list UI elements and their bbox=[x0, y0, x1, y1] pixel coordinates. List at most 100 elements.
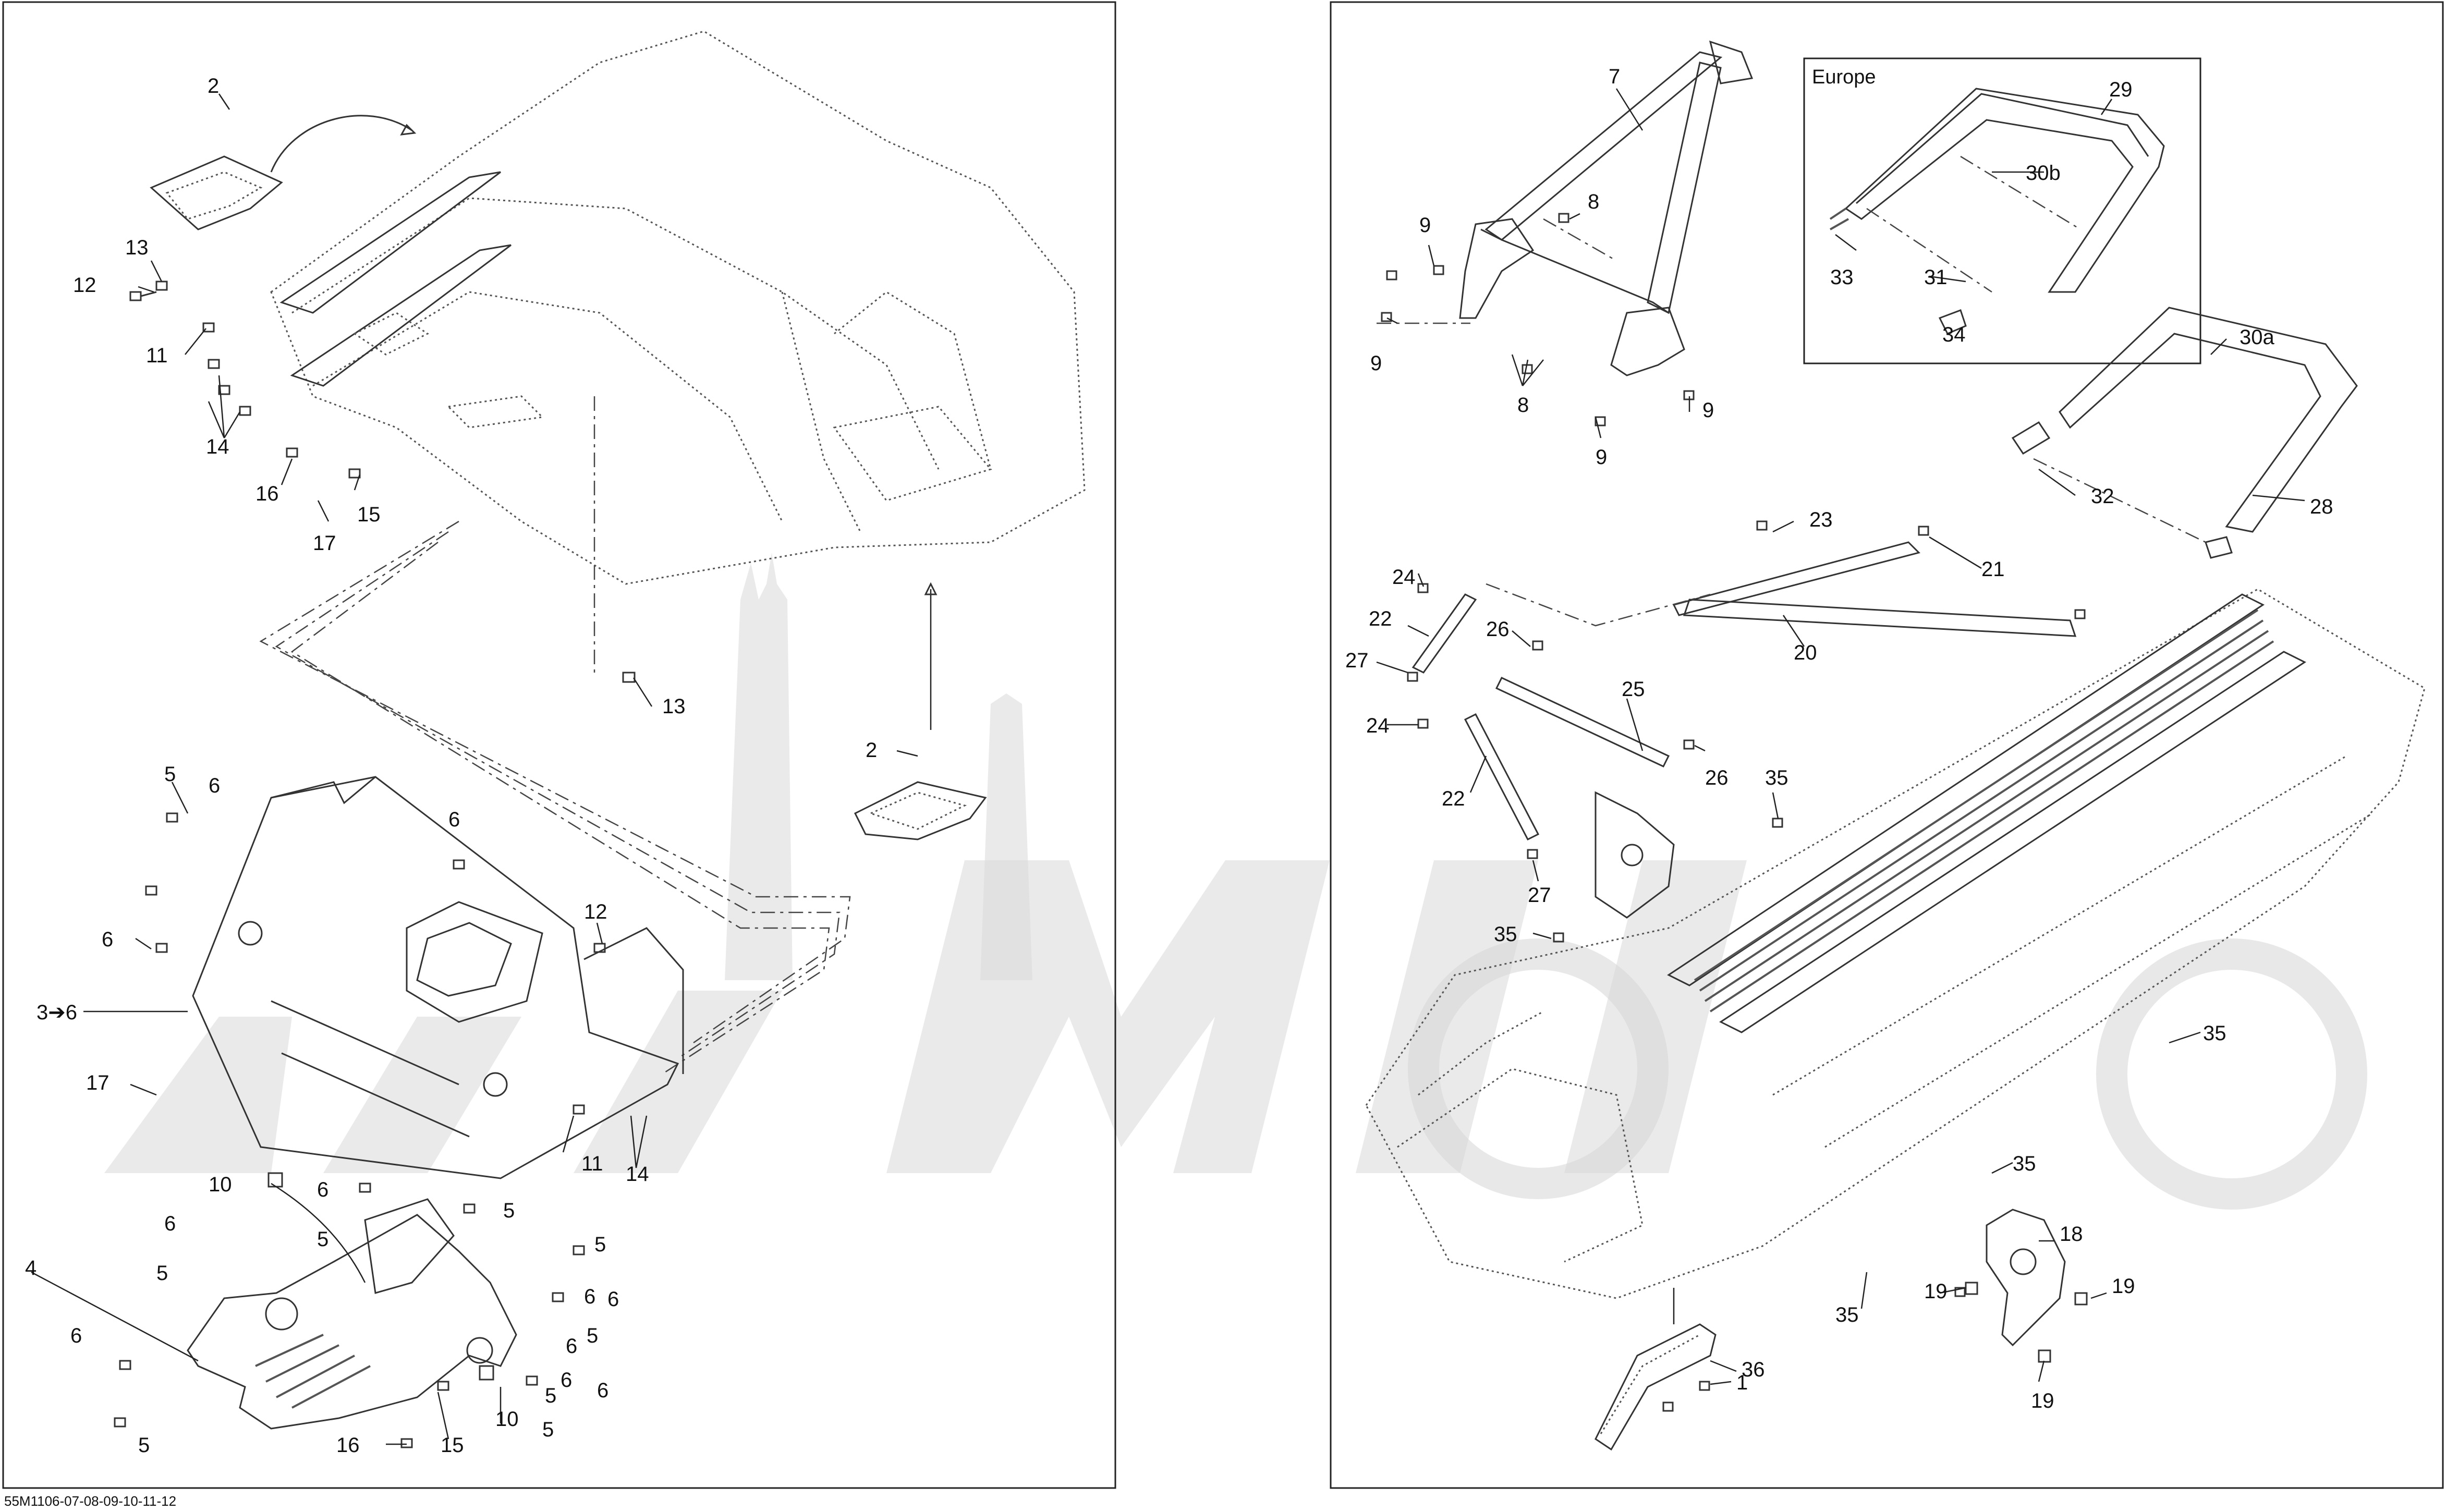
mount-bracket bbox=[1595, 791, 1675, 919]
callout-label: 35 bbox=[1494, 923, 1517, 946]
callout-label: 17 bbox=[313, 532, 336, 555]
callout-label: 35 bbox=[1765, 766, 1788, 789]
callout-label: 19 bbox=[2112, 1275, 2135, 1298]
callout-label: 32 bbox=[2091, 485, 2114, 508]
callout-label: 13 bbox=[662, 695, 686, 718]
callout-label: 2 bbox=[866, 739, 877, 762]
callout-label: 9 bbox=[1419, 214, 1431, 237]
callout-label: 31 bbox=[1924, 266, 1948, 289]
bolt bbox=[218, 385, 230, 395]
callout-label: 14 bbox=[626, 1163, 649, 1186]
callout-label: 6 bbox=[209, 774, 220, 797]
callout-label: 18 bbox=[2060, 1223, 2083, 1246]
callout-label: 14 bbox=[206, 435, 229, 458]
callout-label: 27 bbox=[1528, 884, 1551, 907]
callout-label: 22 bbox=[1369, 607, 1392, 630]
bolt bbox=[1433, 265, 1444, 275]
bolt bbox=[267, 1172, 283, 1188]
bolt bbox=[1756, 520, 1768, 531]
callout-label: 25 bbox=[1622, 678, 1645, 701]
callout-label: 26 bbox=[1486, 618, 1510, 641]
callout-label: 6 bbox=[566, 1335, 577, 1358]
right-panel-frame bbox=[1330, 1, 2444, 1489]
callout-label: 7 bbox=[1609, 65, 1620, 88]
bolt bbox=[1683, 739, 1695, 750]
europe-inset: Europe bbox=[1803, 57, 2201, 364]
callout-label: 5 bbox=[545, 1384, 556, 1407]
bolt bbox=[1532, 640, 1543, 651]
callout-label: 5 bbox=[164, 763, 176, 786]
callout-label: 16 bbox=[255, 482, 279, 505]
callouts-right: 7 8 9 9 8 9 9 29 30b 33 31 34 30a 32 28 … bbox=[1345, 65, 2333, 1412]
callout-label: 8 bbox=[1588, 190, 1599, 213]
callout-label: 5 bbox=[156, 1262, 168, 1285]
europe-inset-frame bbox=[1803, 57, 2201, 364]
upper-brace-assembly bbox=[1377, 40, 1754, 376]
callout-label: 6 bbox=[584, 1285, 595, 1308]
callout-label: 33 bbox=[1830, 266, 1854, 289]
callout-label: 11 bbox=[146, 344, 168, 367]
bolt bbox=[2074, 609, 2086, 619]
lower-bracket-assembly bbox=[187, 1198, 517, 1430]
bolt bbox=[208, 359, 220, 369]
leader-lines-right bbox=[1376, 88, 2305, 1385]
bolt bbox=[1965, 1282, 1978, 1295]
callout-label: 9 bbox=[1702, 399, 1714, 422]
callout-label: 11 bbox=[581, 1152, 603, 1175]
bolt bbox=[463, 1203, 476, 1214]
bolt bbox=[479, 1365, 494, 1381]
bolt bbox=[119, 1360, 131, 1370]
callout-label: 36 bbox=[1742, 1358, 1765, 1381]
bulkhead-plate bbox=[192, 776, 684, 1179]
callout-label: 6 bbox=[597, 1379, 609, 1402]
callout-label: 29 bbox=[2109, 78, 2133, 101]
callout-label: 13 bbox=[125, 236, 149, 259]
bolt bbox=[1407, 672, 1418, 682]
callouts-left: 2 12 13 11 14 16 15 17 13 2 5 6 6 6 3➔6 … bbox=[25, 75, 877, 1457]
side-bracket bbox=[1986, 1209, 2066, 1347]
bolt bbox=[573, 1104, 585, 1115]
bolt bbox=[1772, 818, 1783, 828]
bolt bbox=[155, 943, 168, 953]
bolt bbox=[1381, 312, 1392, 322]
callout-label: 10 bbox=[209, 1173, 232, 1196]
callout-label: 6 bbox=[102, 928, 113, 951]
callout-label: 35 bbox=[2013, 1152, 2036, 1175]
callout-label: 6 bbox=[561, 1369, 572, 1392]
bolt bbox=[239, 406, 251, 416]
bolt bbox=[2038, 1349, 2051, 1363]
callout-label: 15 bbox=[357, 503, 381, 526]
callout-label: 22 bbox=[1442, 787, 1465, 810]
callout-label: 19 bbox=[2031, 1389, 2054, 1412]
callout-label: 23 bbox=[1809, 508, 1833, 531]
callout-label: 6 bbox=[164, 1212, 176, 1235]
bolt bbox=[1417, 718, 1429, 729]
callout-label: 5 bbox=[138, 1434, 150, 1457]
callout-label: 5 bbox=[594, 1233, 606, 1256]
callout-label: 8 bbox=[1517, 394, 1529, 417]
rail-slider bbox=[1595, 1288, 1717, 1451]
bolt bbox=[166, 812, 178, 823]
callout-label: 6 bbox=[70, 1324, 82, 1347]
callout-label: 6 bbox=[317, 1178, 328, 1201]
callout-label: 10 bbox=[495, 1408, 519, 1431]
bracket-lower bbox=[854, 582, 987, 840]
bolt bbox=[1527, 849, 1538, 859]
callout-label: 6 bbox=[607, 1288, 619, 1311]
callout-label: 15 bbox=[441, 1434, 464, 1457]
callout-label: 5 bbox=[503, 1199, 515, 1222]
europe-label: Europe bbox=[1812, 66, 1876, 88]
bolt bbox=[1553, 932, 1564, 943]
callout-label: 5 bbox=[587, 1324, 598, 1347]
callout-label: 35 bbox=[2203, 1022, 2226, 1045]
bolt bbox=[155, 281, 168, 291]
callout-label: 24 bbox=[1366, 714, 1390, 737]
drawing-code: 55M1106-07-08-09-10-11-12 bbox=[4, 1493, 176, 1509]
bolt bbox=[2074, 1292, 2088, 1306]
bolt bbox=[129, 291, 157, 301]
watermark-logo bbox=[104, 553, 2367, 1210]
callout-label: 17 bbox=[86, 1071, 109, 1094]
bolt bbox=[1522, 364, 1533, 374]
callout-label: 24 bbox=[1392, 566, 1416, 589]
callout-label: 21 bbox=[1981, 558, 2005, 581]
